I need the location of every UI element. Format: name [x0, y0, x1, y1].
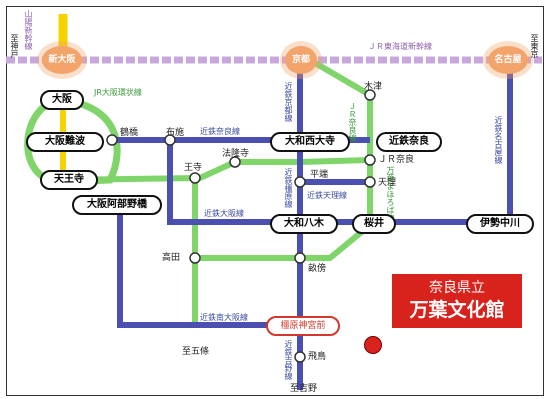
label-fuse: 布施 — [166, 128, 185, 138]
hub-nagoya: 名古屋 — [488, 46, 528, 74]
label-kintetsu-kyoto: 近鉄京都線 — [284, 82, 293, 122]
hub-kyoto: 京都 — [285, 46, 317, 74]
label-tsuruhashi: 鶴橋 — [120, 128, 139, 138]
label-to-yoshino: 至吉野 — [290, 384, 318, 394]
station-kashihara-jingu-mae: 橿原神宮前 — [266, 316, 340, 336]
label-kintetsu-yoshino: 近鉄吉野線 — [284, 340, 293, 380]
label-to-tokyo: 至東京 — [530, 34, 539, 58]
label-kintetsu-minami-osaka: 近鉄南大阪線 — [200, 313, 248, 322]
label-kintetsu-osaka: 近鉄大阪線 — [204, 209, 244, 218]
label-to-kobe: 至神戸 — [10, 34, 19, 58]
label-oji: 王寺 — [184, 163, 203, 173]
station-yamato-saidaiji: 大和西大寺 — [270, 132, 350, 152]
station-yamato-yagi: 大和八木 — [270, 214, 338, 234]
jr-nara-line — [299, 57, 373, 165]
label-to-goshi: 至五條 — [182, 347, 210, 357]
label-kintetsu-tenri: 近鉄天理線 — [307, 191, 347, 200]
station-ise-nakagawa: 伊勢中川 — [466, 214, 534, 234]
label-kizu: 木津 — [364, 82, 383, 92]
station-dot-hirahata — [294, 176, 306, 188]
kintetsu-minami-osaka-line — [117, 205, 300, 328]
museum-location-pin — [364, 336, 382, 354]
station-osaka-namba: 大阪難波 — [26, 132, 104, 152]
jr-manyo-line — [192, 160, 373, 261]
label-jr-osaka-loop: JR大阪環状線 — [94, 88, 142, 97]
museum-callout: 奈良県立 万葉文化館 — [392, 274, 522, 328]
label-kintetsu-nara: 近鉄奈良線 — [200, 127, 240, 136]
label-tenri: 天理 — [378, 178, 397, 188]
station-dot-tsuruhashi — [106, 134, 118, 146]
station-osaka: 大阪 — [40, 90, 84, 110]
label-jr-tokaido-shinkansen: ＪＲ東海道新幹線 — [368, 42, 432, 51]
label-jr-nara: ＪＲ奈良 — [378, 155, 415, 165]
station-dot-jr-nara — [364, 154, 376, 166]
station-kintetsu-nara: 近鉄奈良 — [376, 132, 442, 152]
station-dot-oji — [189, 172, 201, 184]
jr-kansai-line — [59, 159, 300, 183]
station-sakurai: 桜井 — [352, 214, 396, 234]
museum-name-line1: 奈良県立 — [429, 280, 485, 296]
station-dot-asuka — [294, 351, 306, 363]
label-jr-nara: ＪＲ奈良線 — [348, 102, 357, 142]
label-horyuji: 法隆寺 — [222, 149, 250, 159]
hub-shin-osaka: 新大阪 — [42, 46, 82, 74]
label-takada: 高田 — [162, 253, 181, 263]
station-tennoji: 天王寺 — [40, 170, 98, 190]
label-hirahata: 平端 — [310, 170, 329, 180]
label-kintetsu-nagoya: 近鉄名古屋線 — [494, 116, 503, 164]
station-dot-unebi — [294, 252, 306, 264]
station-dot-takada — [189, 252, 201, 264]
station-dot-horyuji — [229, 156, 241, 168]
station-dot-fuse — [164, 134, 176, 146]
label-asuka: 飛鳥 — [308, 352, 327, 362]
station-osaka-abenobashi: 大阪阿部野橋 — [72, 195, 162, 215]
label-unebi: 畝傍 — [308, 264, 327, 274]
station-dot-tenri — [364, 176, 376, 188]
label-kintetsu-kashihara: 近鉄橿原線 — [284, 168, 293, 208]
museum-name-line2: 万葉文化館 — [409, 299, 505, 321]
station-dot-kizu — [364, 89, 376, 101]
label-sanyo-shinkansen: 山陽新幹線 — [24, 10, 33, 50]
label-manyo-mahoroba: 万葉まほろば線 — [386, 166, 395, 222]
